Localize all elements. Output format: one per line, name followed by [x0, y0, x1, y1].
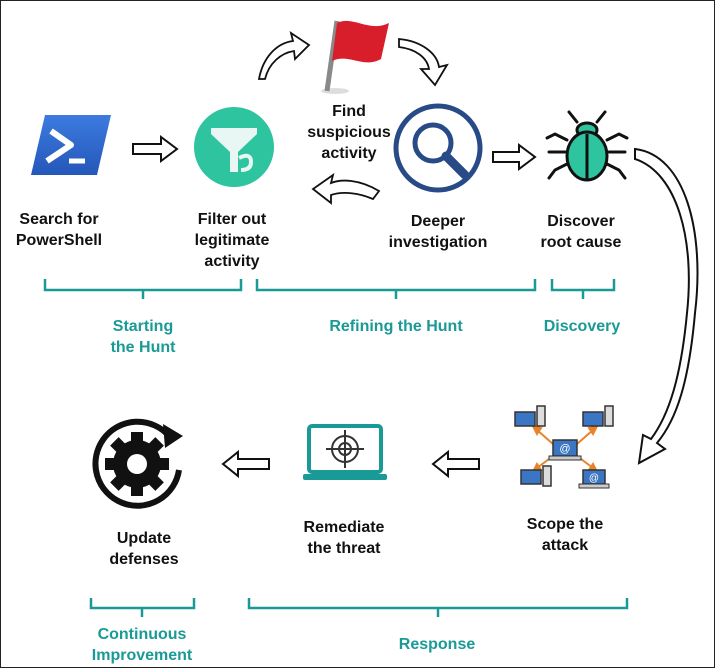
step-label-remediate: Remediate the threat: [303, 519, 385, 557]
bug-icon: [545, 110, 629, 186]
bracket-discovery: [550, 279, 616, 299]
big-arrow-discover-to-scope: [634, 147, 699, 465]
curved-arrow-from-flag: [398, 38, 449, 87]
step-label-discover: Discover root cause: [540, 213, 622, 251]
arrow-search-to-filter: [132, 135, 179, 163]
step-label-update: Update defenses: [109, 530, 179, 568]
step-label-filter: Filter out legitimate activity: [194, 211, 270, 270]
group-label-refining: Refining the Hunt: [329, 318, 463, 335]
gear-cycle-icon: [89, 416, 189, 512]
bracket-continuous: [89, 598, 196, 617]
arrow-scope-to-remediate: [431, 449, 480, 479]
group-label-response: Response: [398, 636, 476, 653]
step-label-investigate: Deeper investigation: [388, 213, 488, 251]
curved-arrow-to-flag: [257, 30, 311, 80]
bracket-starting: [43, 279, 243, 299]
svg-text:@: @: [559, 443, 570, 455]
step-label-find: Find suspicious activity: [307, 103, 391, 162]
target-monitor-icon: [303, 424, 387, 484]
group-label-continuous: Continuous Improvement: [91, 626, 193, 664]
group-label-starting: Starting the Hunt: [110, 318, 176, 356]
step-label-scope: Scope the attack: [526, 516, 604, 554]
curved-arrow-back-left: [311, 172, 381, 205]
bracket-response: [247, 598, 629, 617]
step-label-search: Search for PowerShell: [15, 211, 103, 249]
filter-icon: [193, 106, 275, 188]
svg-text:@: @: [589, 473, 599, 484]
red-flag-icon: [313, 15, 395, 95]
computer-top-left: [514, 405, 546, 427]
group-label-discovery: Discovery: [543, 318, 621, 335]
network-icon: @ @: [513, 404, 617, 494]
bracket-refining: [255, 279, 537, 299]
arrow-remediate-to-update: [221, 449, 270, 479]
arrow-investigate-to-discover: [492, 143, 537, 171]
magnifier-icon: [393, 103, 483, 193]
powershell-icon: [29, 113, 113, 177]
